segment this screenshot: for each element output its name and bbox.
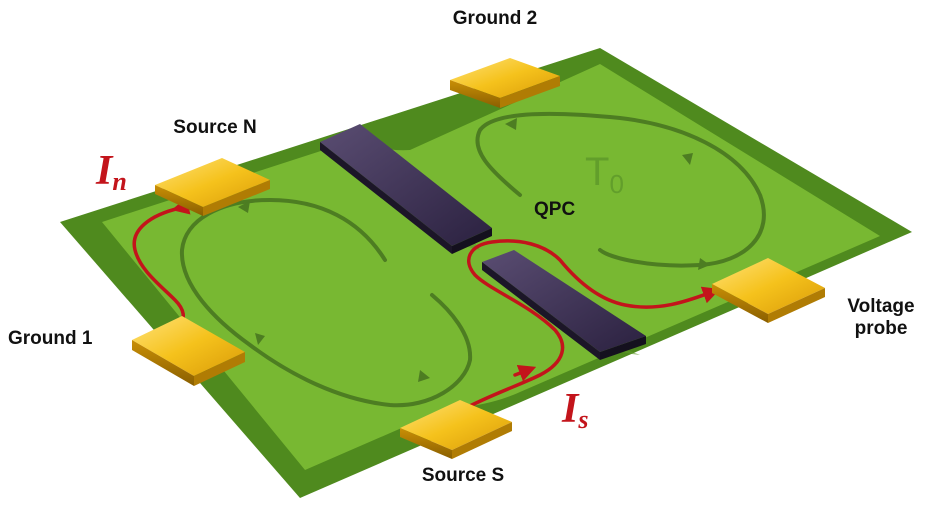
temperature-label: T0 (585, 152, 624, 197)
current-label-n: In (96, 150, 127, 195)
edge-channel-left-arrows (238, 201, 430, 382)
label-voltage-probe-line2: probe (854, 318, 908, 339)
label-source-n: Source N (173, 117, 257, 138)
contact-source-s (400, 400, 512, 459)
current-s-subscript: s (578, 405, 589, 434)
gate-upper (320, 124, 492, 254)
label-ground-1: Ground 1 (8, 328, 93, 349)
label-voltage-probe: Voltage probe (847, 296, 914, 340)
gate-lower (482, 250, 646, 360)
current-label-s: Is (562, 388, 588, 433)
current-path-s (460, 239, 721, 412)
contact-ground-1 (132, 316, 245, 386)
contact-source-n (155, 158, 270, 216)
label-qpc: QPC (534, 199, 576, 220)
contact-voltage-probe (712, 258, 825, 323)
current-n-subscript: n (112, 167, 127, 196)
current-n-symbol: I (96, 148, 113, 194)
contact-ground-2 (450, 58, 560, 108)
current-s-symbol: I (562, 386, 579, 432)
temperature-symbol: T (585, 150, 610, 194)
label-voltage-probe-line1: Voltage (847, 296, 915, 317)
label-ground-2: Ground 2 (452, 8, 538, 29)
edge-channel-left (179, 197, 473, 408)
label-source-s: Source S (421, 465, 505, 486)
temperature-subscript: 0 (609, 169, 624, 199)
edge-channel-right-arrows (505, 118, 710, 270)
current-path-n (132, 197, 191, 328)
edge-channel-right (475, 111, 766, 268)
